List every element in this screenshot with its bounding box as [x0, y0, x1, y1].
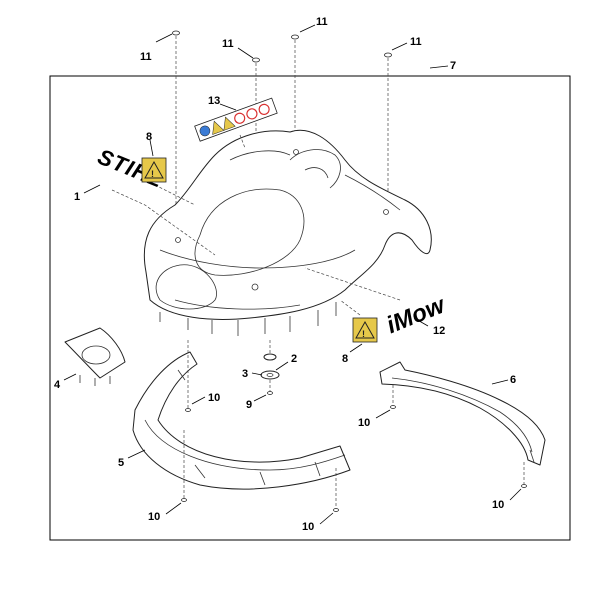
callout-11-a: 11 [140, 51, 152, 63]
callout-10-c: 10 [148, 511, 160, 523]
warning-label-a: ! [141, 157, 167, 183]
bumper-right [379, 361, 546, 466]
screw-10-d [390, 385, 396, 409]
callout-1: 1 [74, 191, 80, 203]
guide-sticker-13 [239, 134, 246, 149]
callout-6: 6 [510, 374, 516, 386]
screw-10-e [521, 462, 527, 488]
callout-10-e: 10 [492, 499, 504, 511]
guide-brand-logo [111, 189, 216, 256]
guide-warning-label-a [154, 184, 196, 206]
callout-12: 12 [433, 325, 445, 337]
screw-11-d [384, 52, 392, 205]
callout-2: 2 [291, 353, 297, 365]
warning-label-b: ! [352, 317, 378, 343]
callout-11-d: 11 [410, 36, 422, 48]
screw-10-b [181, 430, 187, 502]
washer [260, 370, 280, 380]
safety-sticker-strip [194, 97, 278, 142]
screw-10-a [185, 340, 191, 412]
svg-text:!: ! [362, 329, 365, 339]
spacer [263, 340, 277, 361]
callout-10-d: 10 [302, 521, 314, 533]
charging-contact [64, 327, 126, 386]
callout-8-b: 8 [342, 353, 348, 365]
guide-product-logo [304, 267, 401, 301]
callout-11-b: 11 [222, 38, 234, 50]
screw-9 [267, 380, 273, 395]
main-housing [143, 129, 432, 336]
callout-5: 5 [118, 457, 124, 469]
callout-7: 7 [450, 60, 456, 72]
callout-10-a: 10 [208, 392, 220, 404]
callout-10-b: 10 [358, 417, 370, 429]
callout-9: 9 [246, 399, 252, 411]
callout-3: 3 [242, 368, 248, 380]
callout-11-c: 11 [316, 16, 328, 28]
screw-10-c [333, 468, 339, 512]
guide-warning-label-b [339, 299, 361, 316]
assembly-frame [49, 75, 571, 541]
bumper-front-left [132, 351, 351, 490]
callout-4: 4 [54, 379, 61, 391]
callout-leaders [63, 24, 522, 525]
callout-13: 13 [208, 95, 220, 107]
svg-text:!: ! [151, 169, 154, 179]
callout-8-a: 8 [146, 131, 152, 143]
